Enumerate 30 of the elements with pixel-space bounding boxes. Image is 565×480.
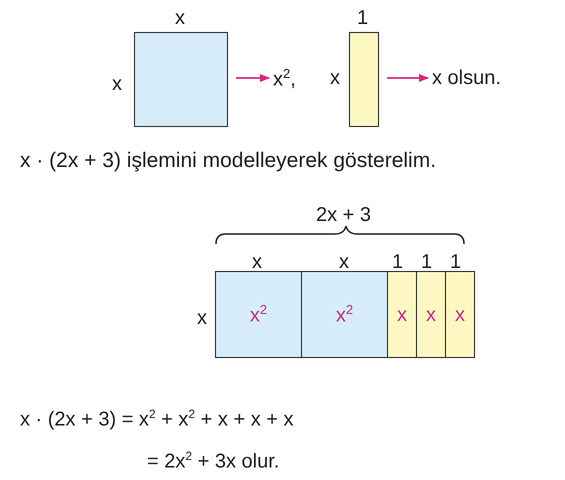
arrow [236, 74, 270, 82]
side-label: x [197, 308, 207, 328]
strip-tile [416, 271, 446, 358]
area-label: x [426, 304, 436, 324]
side-label: x [252, 252, 262, 272]
side-label: x [175, 8, 185, 28]
side-label: x [330, 68, 340, 88]
area-label: x$^{2}$ [336, 303, 354, 326]
side-label: x [112, 74, 122, 94]
equation: = 2x$^{2}$ + 3x olur. [147, 450, 280, 472]
square-tile [134, 32, 228, 127]
side-label: 1 [450, 252, 462, 272]
strip-tile [445, 271, 475, 358]
sentence: x · (2x + 3) işlemini modelleyerek gösterelim. [20, 150, 436, 171]
arrow [387, 74, 429, 82]
strip-tile [349, 32, 379, 127]
result-label: x olsun. [432, 68, 501, 88]
side-label: 1 [392, 252, 404, 272]
strip-tile [387, 271, 417, 358]
side-label: x [339, 252, 349, 272]
square-tile [215, 271, 302, 358]
square-tile [301, 271, 388, 358]
area-label: x [397, 304, 407, 324]
result-label: x$^{2}$, [273, 66, 296, 90]
area-label: x [455, 304, 465, 324]
equation: x · (2x + 3) = x$^{2}$ + x$^{2}$ + x + x + x [20, 408, 294, 430]
area-label: x$^{2}$ [250, 303, 268, 326]
side-label: 1 [421, 252, 432, 272]
side-label: 1 [357, 8, 368, 28]
length-label: 2x + 3 [316, 205, 372, 225]
